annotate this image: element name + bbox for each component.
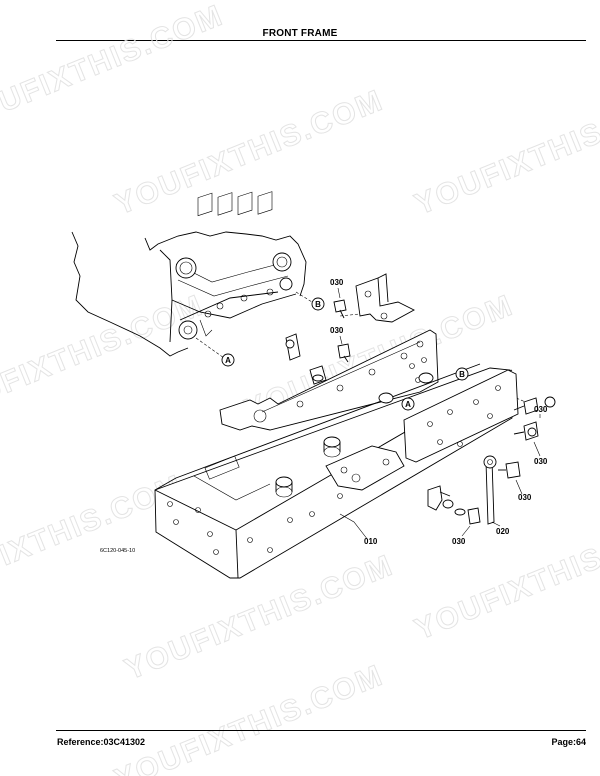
svg-text:B: B — [459, 370, 465, 379]
callout-label: 030 — [330, 326, 344, 335]
watermark-text: YOUFIXTHIS.COM — [410, 84, 600, 222]
callout-label: 010 — [364, 537, 378, 546]
callout-label: 020 — [496, 527, 510, 536]
crossmember-plate — [325, 445, 405, 491]
figure-code: 6C120-045-10 — [100, 548, 135, 554]
reference-marker-a: A — [401, 397, 415, 411]
callout-label: 030 — [330, 278, 344, 287]
callout-label: 030 — [518, 493, 532, 502]
reference-number: Reference:03C41302 — [57, 737, 146, 747]
bolt — [337, 343, 351, 363]
watermark-text: YOUFIXTHIS.COM — [110, 84, 388, 222]
svg-text:B: B — [315, 300, 321, 309]
callout-label: 030 — [452, 537, 466, 546]
bolts — [333, 299, 556, 525]
mounting-bracket — [355, 273, 415, 323]
ground-bracket — [427, 485, 451, 511]
callout-label: 030 — [534, 457, 548, 466]
header-divider — [56, 40, 586, 41]
bushings — [275, 372, 434, 498]
watermark-text: YOUFIXTHIS.COM — [0, 0, 228, 136]
bolt — [513, 397, 539, 415]
svg-text:A: A — [225, 356, 231, 365]
ground-strap — [483, 455, 497, 525]
footer-divider — [56, 730, 586, 731]
bolt — [442, 499, 481, 525]
callout-leaders — [337, 287, 541, 541]
frame-side-rail — [403, 369, 519, 463]
studs — [285, 333, 327, 385]
engine-block — [71, 191, 307, 357]
bolt — [498, 461, 521, 479]
callouts: 030 030 030 030 030 030 010 020 — [330, 278, 548, 546]
watermark-text: YOUFIXTHIS.COM — [0, 289, 208, 427]
callout-label: 030 — [534, 405, 548, 414]
reference-marker-b: B — [311, 297, 325, 311]
reference-marker-a: A — [221, 353, 235, 367]
bolt — [333, 299, 347, 319]
page-title: FRONT FRAME — [262, 28, 338, 39]
page-number: Page:64 — [551, 737, 586, 747]
reference-marker-b: B — [455, 367, 469, 381]
frame-upper-rail — [219, 329, 439, 431]
svg-text:A: A — [405, 400, 411, 409]
reference-markers: A B A B — [221, 297, 469, 411]
